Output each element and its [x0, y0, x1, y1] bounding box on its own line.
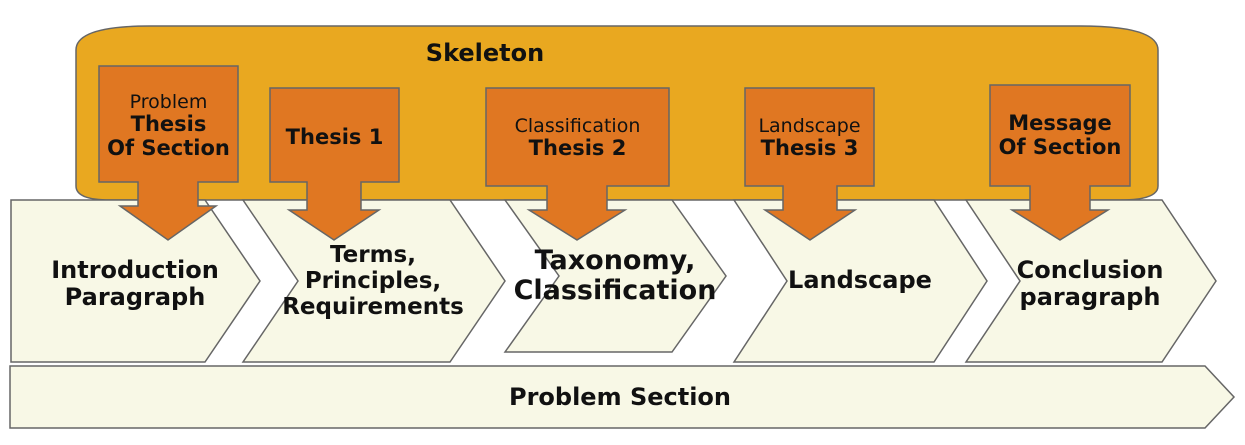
step-chevron-landscape: [732, 199, 988, 363]
thesis-problem-line1: Problem: [129, 90, 208, 113]
thesis-label-2: Classification Thesis 2: [486, 106, 669, 170]
problem-section-label: Problem Section: [420, 380, 820, 414]
thesis-problem-line3: Of Section: [107, 135, 230, 160]
skeleton-title: Skeleton: [380, 36, 590, 70]
step-conclusion-line2: paragraph: [1019, 283, 1161, 311]
problem-section-text: Problem Section: [508, 382, 732, 411]
step-terms-line2: Principles,: [304, 268, 442, 295]
thesis-2-line2: Thesis 2: [528, 135, 627, 160]
thesis-callout-1: [269, 87, 400, 241]
step-chevron-conclusion: [964, 199, 1217, 363]
step-label-landscape: Landscape: [760, 262, 960, 298]
step-introduction-line2: Paragraph: [64, 283, 206, 311]
thesis-callout-message: [989, 84, 1131, 241]
step-landscape-line1: Landscape: [788, 265, 932, 294]
thesis-2-line1: Classification: [514, 114, 641, 137]
thesis-1-line2: Thesis 1: [285, 125, 384, 150]
thesis-3-line1: Landscape: [758, 114, 861, 137]
thesis-label-1: Thesis 1: [270, 120, 399, 156]
step-label-terms: Terms, Principles, Requirements: [268, 232, 478, 332]
thesis-3-line2: Thesis 3: [760, 135, 859, 160]
step-introduction-line1: Introduction: [51, 256, 219, 285]
step-label-introduction: Introduction Paragraph: [30, 244, 240, 324]
thesis-label-message: Message Of Section: [990, 104, 1130, 168]
thesis-label-problem: Problem Thesis Of Section: [99, 80, 238, 172]
thesis-callout-2: [485, 87, 670, 241]
step-taxonomy-line1: Taxonomy,: [534, 244, 696, 276]
thesis-problem-line2: Thesis: [130, 112, 207, 137]
thesis-message-line3: Of Section: [998, 135, 1122, 159]
thesis-callout-problem: [98, 65, 239, 241]
problem-section-bar: [9, 365, 1236, 429]
thesis-message-line2: Message: [1008, 111, 1112, 136]
step-terms-line1: Terms,: [330, 242, 416, 269]
step-chevron-taxonomy: [503, 199, 727, 353]
skeleton-title-text: Skeleton: [425, 38, 545, 67]
thesis-label-3: Landscape Thesis 3: [745, 106, 874, 170]
step-taxonomy-line2: Classification: [513, 275, 717, 306]
thesis-callout-3: [744, 87, 875, 241]
step-conclusion-line1: Conclusion: [1016, 256, 1164, 285]
step-label-taxonomy: Taxonomy, Classification: [500, 236, 730, 316]
step-chevron-terms: [241, 199, 506, 363]
step-label-conclusion: Conclusion paragraph: [990, 244, 1190, 324]
step-terms-line3: Requirements: [282, 293, 464, 320]
